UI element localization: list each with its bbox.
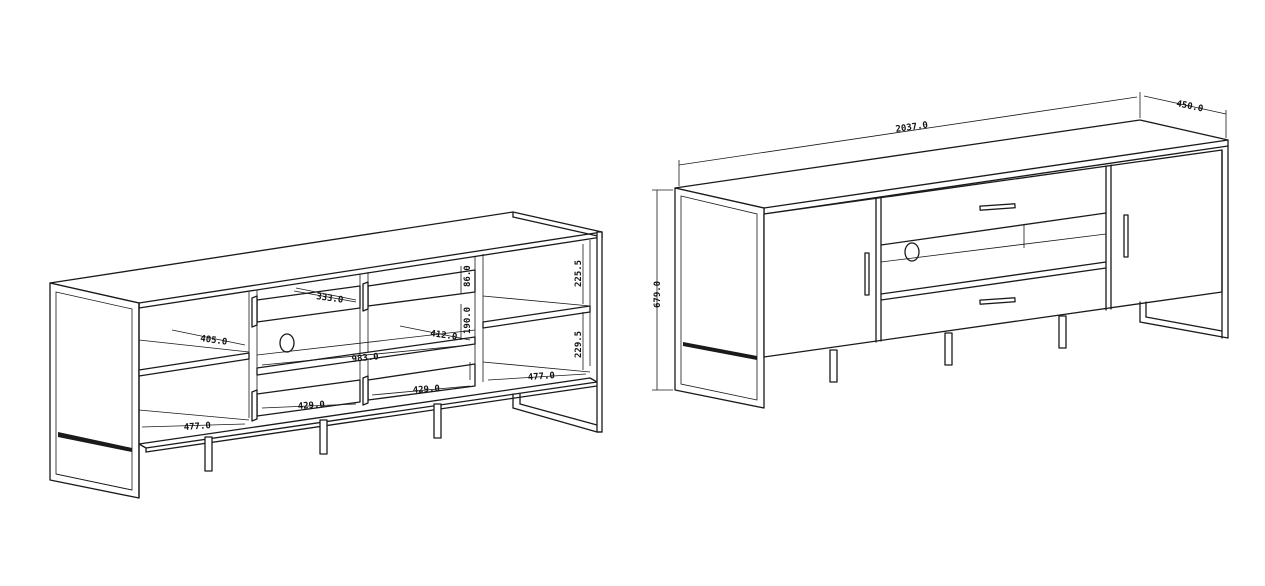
dim-compartment-height-bottom: 229.5: [574, 331, 584, 358]
dim-drawer-height-top: 86.0: [463, 265, 473, 287]
closed-cabinet-view: 2037.0 450.0 679.0: [652, 92, 1229, 409]
dim-shelf-depth-left: 405.0: [200, 334, 228, 348]
dim-drawer-height-mid: 190.0: [463, 307, 473, 334]
dim-total-inner-width: 983.0: [351, 352, 379, 365]
dim-height: 679.0: [653, 281, 663, 308]
dim-depth: 450.0: [1175, 99, 1204, 114]
dim-compartment-height-top: 225.5: [574, 260, 584, 287]
dim-inner-width-center: 412.0: [430, 329, 458, 343]
dim-cable-width: 333.0: [316, 292, 344, 306]
dim-base-depth-right: 477.0: [528, 371, 556, 383]
dim-base-depth-left: 477.0: [184, 421, 212, 433]
open-cabinet-view: 405.0 333.0 86.0 225.5 190.0 229.5 412.0…: [49, 211, 603, 499]
dim-drawer-width-left: 429.0: [298, 400, 326, 412]
dim-drawer-width-right: 429.0: [413, 384, 441, 396]
dim-total-width: 2037.0: [895, 121, 929, 135]
